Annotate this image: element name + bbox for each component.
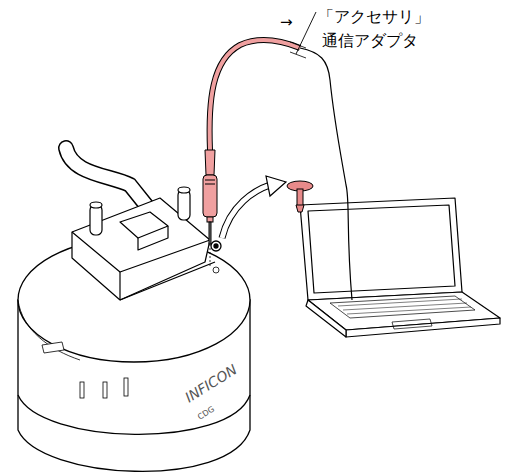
laptop xyxy=(300,198,500,337)
sealing-plug xyxy=(287,181,313,212)
part-label: 通信アダプタ xyxy=(322,32,418,50)
sub-d-connector xyxy=(72,187,215,300)
adapter-cable xyxy=(210,40,300,150)
main-cable xyxy=(66,148,150,210)
pointer-arrow: → xyxy=(280,14,293,31)
part-label: 「アクセサリ」 xyxy=(318,8,430,26)
leader-line xyxy=(296,12,316,54)
adapter-plug xyxy=(203,150,217,244)
removal-arrow xyxy=(222,185,270,238)
data-cable xyxy=(300,48,352,300)
